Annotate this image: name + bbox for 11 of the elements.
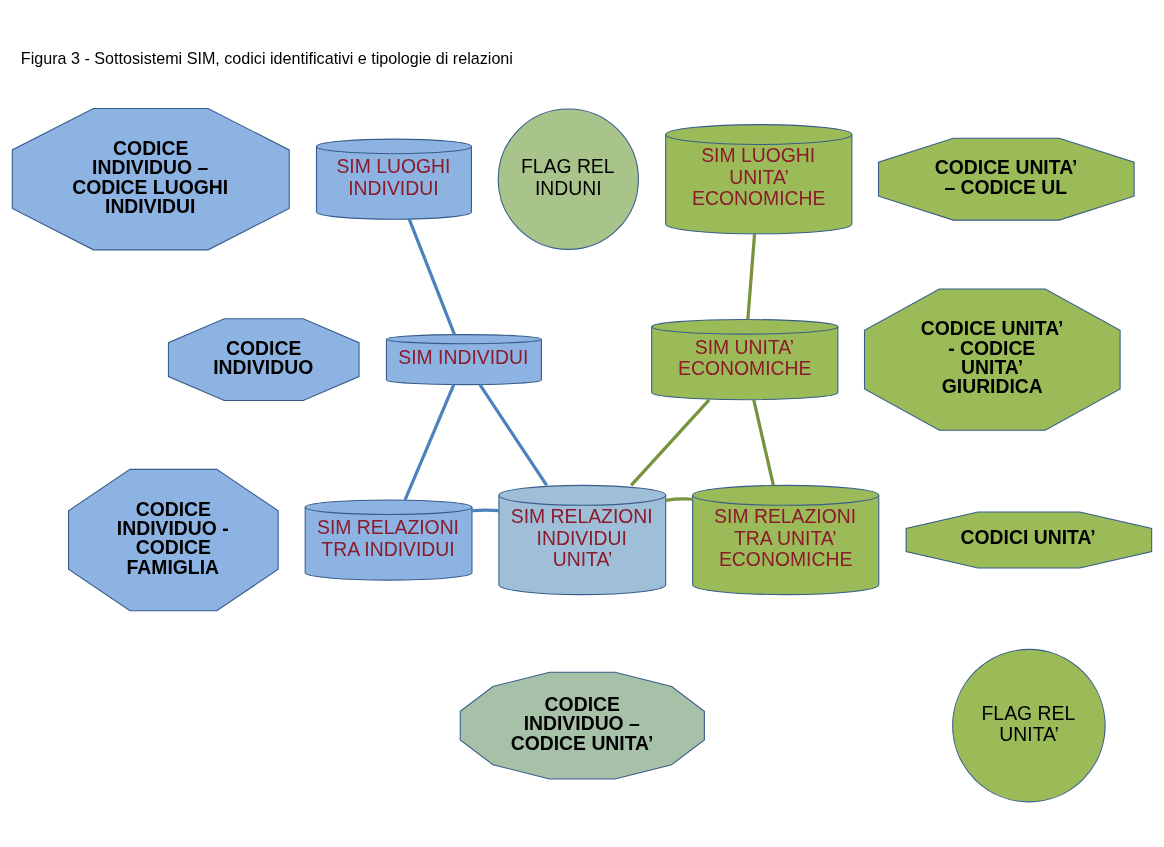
connector [665,496,693,502]
node-circle: FLAG REL UNITA’ [952,648,1106,802]
node-circle: FLAG REL INDUNI [497,108,639,250]
connector [629,398,711,486]
connector [752,398,775,486]
connector [472,507,499,512]
connector [746,233,757,320]
connector [403,383,456,501]
diagram-title: Figura 3 - Sottosistemi SIM, codici identificativi e tipologie di relazioni [20,48,513,67]
connector [407,218,456,335]
connector [478,383,549,486]
